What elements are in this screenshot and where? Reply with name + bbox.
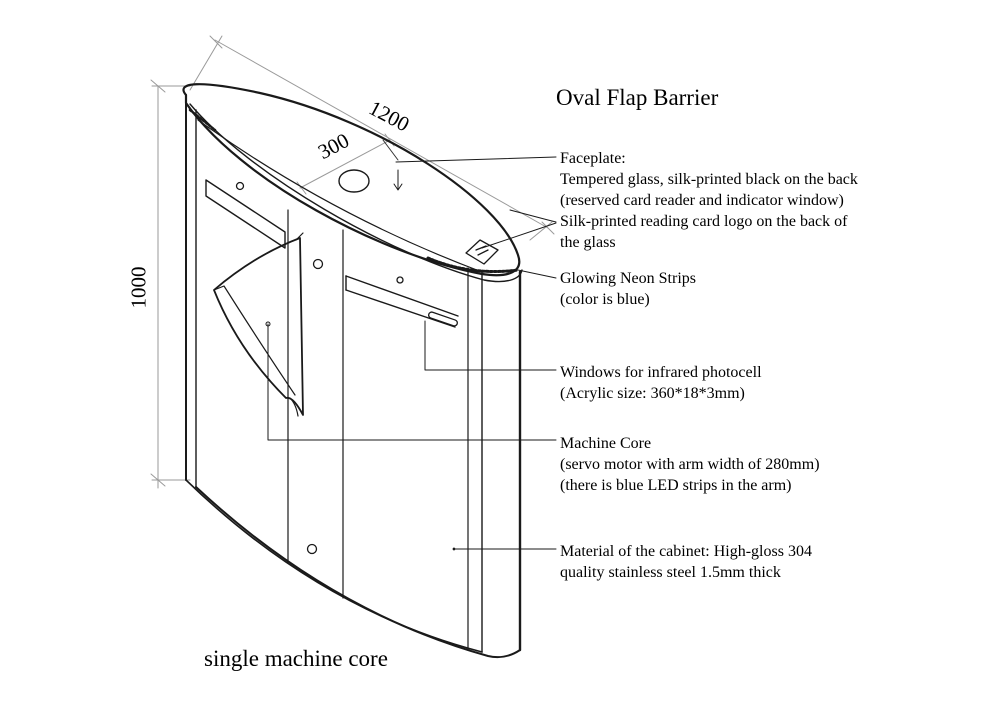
callout-material-line2: quality stainless steel 1.5mm thick <box>560 564 781 581</box>
callout-windows-line2: (Acrylic size: 360*18*3mm) <box>560 385 745 402</box>
callout-faceplate-line2: Tempered glass, silk-printed black on th… <box>560 171 858 188</box>
callout-neon-line1: Glowing Neon Strips <box>560 270 696 287</box>
callout-faceplate: Faceplate: Tempered glass, silk-printed … <box>560 148 858 211</box>
dimension-lines <box>150 35 555 489</box>
callout-windows-line1: Windows for infrared photocell <box>560 364 762 381</box>
cabinet-hole <box>306 543 318 555</box>
indicator-mark <box>393 169 403 191</box>
callout-logo: Silk-printed reading card logo on the ba… <box>560 211 847 253</box>
callout-logo-line2: the glass <box>560 234 616 251</box>
leader-lines <box>267 156 557 550</box>
card-logo-icon <box>465 239 499 265</box>
callout-core-line2: (servo motor with arm width of 280mm) <box>560 456 820 473</box>
callout-core: Machine Core (servo motor with arm width… <box>560 433 820 496</box>
callout-faceplate-line3: (reserved card reader and indicator wind… <box>560 192 844 209</box>
callout-windows: Windows for infrared photocell (Acrylic … <box>560 362 762 404</box>
photocell-window-left <box>205 179 324 270</box>
callout-neon-line2: (color is blue) <box>560 291 650 308</box>
callout-core-line1: Machine Core <box>560 435 652 452</box>
cabinet-body <box>185 94 522 659</box>
reader-window <box>338 169 370 193</box>
photocell-window-right <box>345 275 459 328</box>
callout-faceplate-line1: Faceplate: <box>560 150 626 167</box>
flap-arm <box>213 232 304 417</box>
callout-core-line3: (there is blue LED strips in the arm) <box>560 477 792 494</box>
callout-logo-line1: Silk-printed reading card logo on the ba… <box>560 213 848 230</box>
callout-material-line1: Material of the cabinet: High-gloss 304 <box>560 543 812 560</box>
page-title: Oval Flap Barrier <box>556 85 719 110</box>
footer-caption: single machine core <box>204 646 388 671</box>
faceplate <box>182 83 523 283</box>
dimension-height-label: 1000 <box>126 266 151 309</box>
callout-material: Material of the cabinet: High-gloss 304 … <box>560 541 812 583</box>
callout-neon: Glowing Neon Strips (color is blue) <box>560 268 696 310</box>
